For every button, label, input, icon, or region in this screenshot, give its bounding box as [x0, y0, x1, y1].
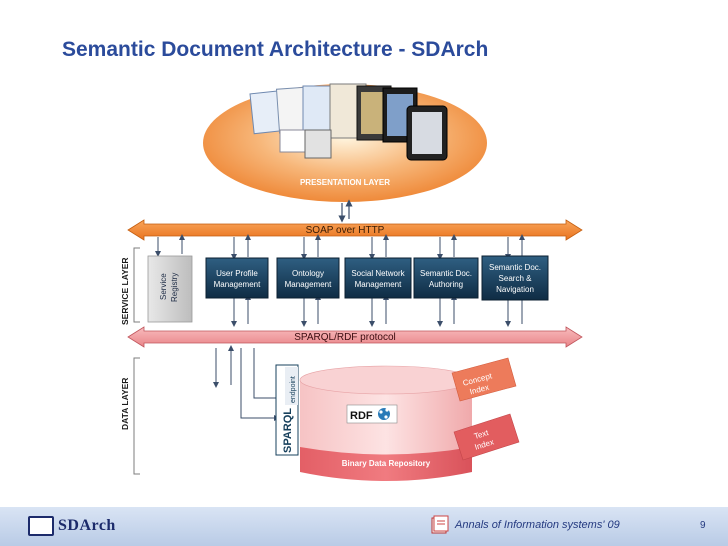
service-layer-label: SERVICE LAYER — [120, 257, 130, 325]
service-search-line-2: Search & — [499, 274, 533, 283]
service-connectors — [155, 234, 525, 327]
service-registry-line-1: Service — [159, 273, 168, 300]
service-user-profile-line-2: Management — [214, 280, 261, 289]
footer-logo: SDArch — [28, 516, 116, 536]
sparql-endpoint-panel: SPARQL endpoint — [275, 364, 299, 456]
service-user-profile-line-1: User Profile — [216, 269, 258, 278]
service-registry-box: Service Registry — [147, 255, 193, 323]
sparql-label: SPARQL — [282, 408, 294, 453]
slide-title: Semantic Document Architecture - SDArch — [62, 38, 489, 61]
soap-bus-label: SOAP over HTTP — [306, 225, 385, 236]
endpoint-label: endpoint — [290, 376, 297, 403]
footer-logo-text: SDArch — [58, 517, 116, 534]
service-registry-line-2: Registry — [170, 273, 179, 302]
service-box-social-network: Social Network Management — [344, 257, 412, 299]
service-social-network-line-2: Management — [355, 280, 402, 289]
sparql-bus-label: SPARQL/RDF protocol — [294, 332, 396, 343]
page-number: 9 — [700, 520, 706, 531]
text-index-tag: Text Index — [453, 413, 520, 461]
service-search-line-3: Navigation — [496, 285, 534, 294]
service-authoring-line-1: Semantic Doc. — [420, 269, 472, 278]
service-ontology-line-2: Management — [285, 280, 332, 289]
presentation-layer-label: PRESENTATION LAYER — [300, 178, 390, 187]
sparql-rdf-bus: SPARQL/RDF protocol — [127, 326, 583, 348]
footer-journal: Annals of Information systems' 09 — [455, 519, 620, 531]
service-authoring-line-2: Authoring — [429, 280, 463, 289]
repository-label: Binary Data Repository — [342, 459, 431, 468]
service-box-search-navigation: Semantic Doc. Search & Navigation — [481, 255, 549, 301]
book-icon — [431, 515, 449, 534]
device-screenshots-image — [249, 83, 448, 161]
footer-bar: SDArch Annals of Information systems' 09… — [0, 507, 728, 546]
soap-over-http-bus: SOAP over HTTP — [127, 219, 583, 241]
data-layer-label: DATA LAYER — [120, 378, 130, 430]
service-social-network-line-1: Social Network — [351, 269, 405, 278]
service-box-user-profile: User Profile Management — [205, 257, 269, 299]
rdf-label: RDF — [350, 410, 373, 422]
rdf-logo-icon: RDF — [346, 404, 398, 424]
data-connectors — [213, 345, 280, 421]
service-box-ontology: Ontology Management — [276, 257, 340, 299]
monitor-icon — [28, 516, 54, 536]
service-ontology-line-1: Ontology — [292, 269, 324, 278]
text-index-line-1: Text — [473, 428, 490, 441]
concept-index-tag: Concept Index — [451, 357, 517, 402]
service-box-authoring: Semantic Doc. Authoring — [413, 257, 479, 299]
service-search-line-1: Semantic Doc. — [489, 263, 541, 272]
data-repository-cylinder: Binary Data Repository — [299, 365, 473, 481]
